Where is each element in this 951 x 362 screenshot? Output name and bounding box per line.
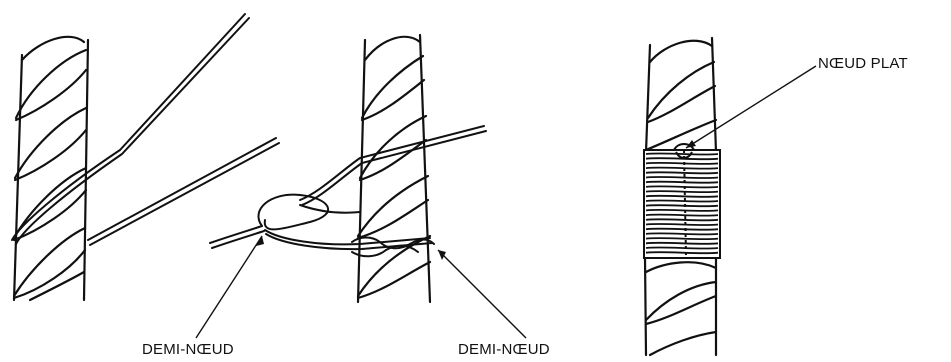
seizing-turn	[646, 191, 718, 192]
leader-middle	[438, 250, 526, 338]
seizing-turn	[646, 205, 718, 206]
seizing-turn	[646, 172, 718, 173]
seizing-turn	[646, 252, 718, 253]
left-twine	[12, 14, 279, 245]
reef-knot-label: NŒUD PLAT	[818, 55, 908, 72]
arrow-heads	[256, 140, 696, 260]
seizing-turn	[646, 238, 718, 239]
seizing-turn	[646, 153, 718, 154]
seizing-turn	[646, 168, 718, 169]
seizing-turn	[646, 243, 718, 244]
seizing-turn	[646, 210, 718, 211]
seizing-turn	[646, 177, 718, 178]
seizing-turn	[646, 215, 718, 216]
middle-rope	[358, 35, 430, 302]
half-knot-label-left: DEMI-NŒUD	[142, 341, 234, 358]
left-rope	[14, 37, 88, 300]
seizing-turn	[646, 186, 718, 187]
seizing-turn	[646, 163, 718, 164]
arrowhead-left	[256, 236, 264, 246]
seizing-turn	[646, 233, 718, 234]
seizing-wraps	[644, 150, 720, 258]
seizing-turn	[646, 224, 718, 225]
seizing-turn	[646, 219, 718, 220]
leader-left	[196, 236, 262, 338]
middle-twine	[210, 126, 486, 256]
leader-right	[686, 66, 816, 148]
seizing-turn	[646, 182, 718, 183]
half-knot-label-middle: DEMI-NŒUD	[458, 341, 550, 358]
seizing-turn	[646, 229, 718, 230]
seizing-turn	[646, 196, 718, 197]
seizing-turn	[646, 247, 718, 248]
arrowhead-middle	[438, 250, 446, 260]
leader-lines	[196, 66, 816, 338]
seizing-turn	[646, 200, 718, 201]
